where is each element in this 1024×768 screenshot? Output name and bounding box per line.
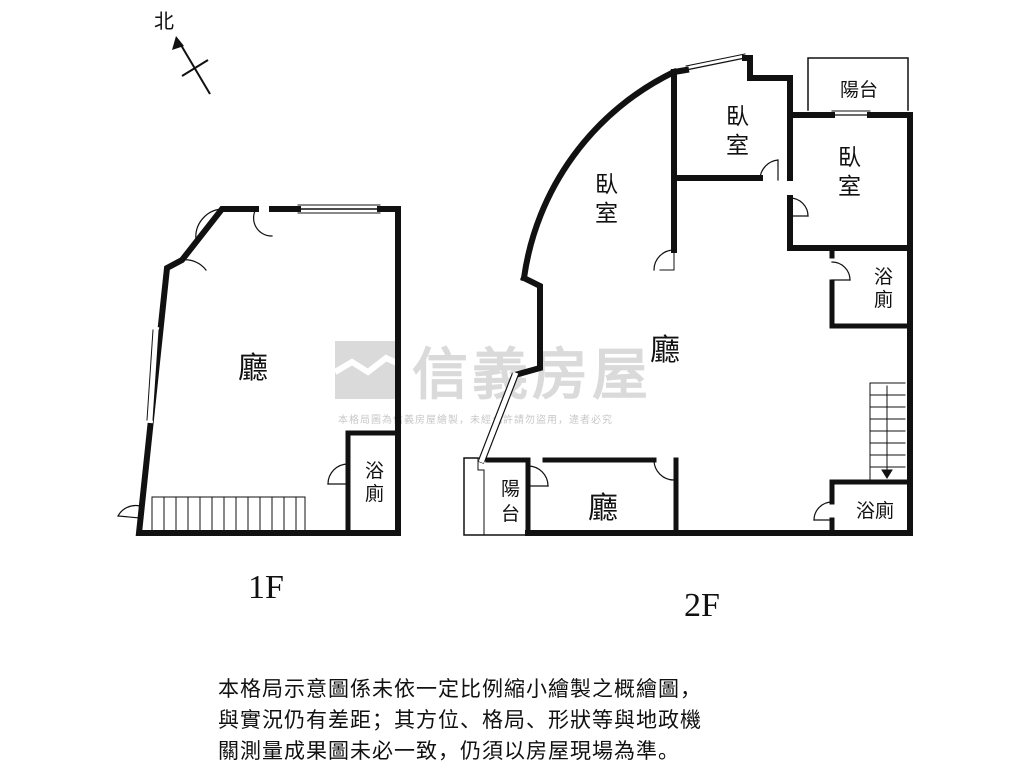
floor2-bedroom-right-label-1: 臥 — [838, 145, 861, 171]
floor2-label: 2F — [684, 587, 720, 624]
floor2-plan — [463, 53, 913, 536]
floor2-bedroom-left-label-2: 室 — [595, 201, 618, 227]
disclaimer-line-3: 關測量成果圖未必一致，仍須以房屋現場為準。 — [218, 739, 680, 763]
floor2-hall-lower-label: 廳 — [588, 491, 618, 526]
compass-label: 北 — [154, 9, 174, 33]
disclaimer: 本格局示意圖係未依一定比例縮小繪製之概繪圖， 與實況仍有差距；其方位、格局、形狀… — [218, 674, 838, 767]
watermark-notice: 本格局圖為信義房屋繪製，未經允許請勿盜用，違者必究 — [338, 413, 613, 426]
floor1-hall-label: 廳 — [238, 351, 268, 386]
floor2-balcony-left-label-1: 陽 — [501, 478, 520, 500]
floor2-bedroom-right-label-2: 室 — [838, 174, 861, 200]
north-arrow-icon — [172, 36, 211, 95]
floor2-bedroom-mid-label-1: 臥 — [726, 104, 749, 130]
floor2-bath-right-label-1: 浴 — [874, 266, 893, 288]
floor2-bedroom-mid-label-2: 室 — [726, 133, 749, 159]
disclaimer-line-1: 本格局示意圖係未依一定比例縮小繪製之概繪圖， — [218, 677, 702, 701]
floor1-label: 1F — [248, 569, 284, 606]
disclaimer-line-2: 與實況仍有差距；其方位、格局、形狀等與地政機 — [218, 708, 702, 732]
floor2-balcony-top-label: 陽台 — [840, 79, 878, 101]
floor1-bath-label-2: 廁 — [365, 482, 384, 505]
stair-down-arrow-icon — [881, 469, 893, 479]
floor2-hall-main-label: 廳 — [650, 333, 680, 368]
watermark-brand: 信義房屋 — [412, 343, 652, 408]
floor1-plan — [117, 204, 401, 536]
floor1-bath-label-1: 浴 — [365, 460, 384, 482]
floor2-balcony-left-label-2: 台 — [501, 503, 520, 525]
floor2-bath-right-label-2: 廁 — [874, 288, 893, 311]
floor2-bath-bottom-label: 浴廁 — [856, 499, 894, 522]
floor2-bedroom-left-label-1: 臥 — [595, 172, 618, 198]
watermark: 信義房屋 本格局圖為信義房屋繪製，未經允許請勿盜用，違者必究 — [333, 341, 652, 426]
